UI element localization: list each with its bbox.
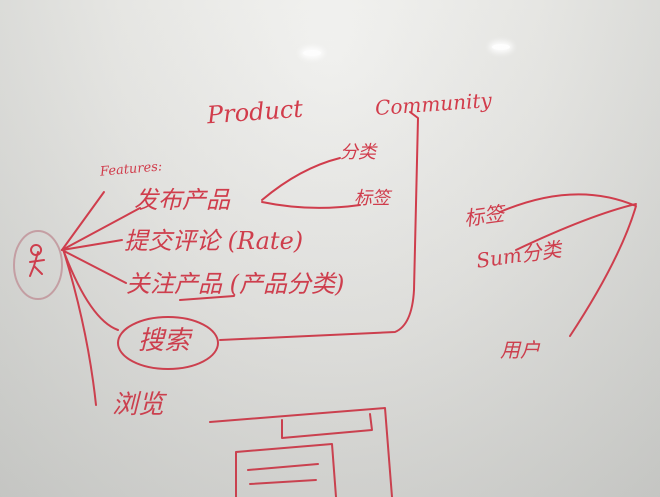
ceiling-light-icon <box>492 44 510 50</box>
link-sum-category <box>515 203 637 251</box>
link-to-features <box>61 191 105 251</box>
branch-category-label: 分类 <box>340 142 376 163</box>
link-to-comment <box>61 239 123 251</box>
browse-note: 浏览 <box>112 390 165 420</box>
person-icon-circle <box>13 230 63 300</box>
link-to-publish <box>61 207 141 251</box>
bottom-sketch-box <box>281 413 373 439</box>
feature-search: 搜索 <box>138 326 191 356</box>
branch-tag-label: 标签 <box>354 188 390 209</box>
branch-category <box>261 157 341 201</box>
link-to-follow <box>61 249 127 284</box>
community-boundary <box>499 193 637 337</box>
product-heading: Product <box>206 94 304 130</box>
link-to-browse <box>63 251 97 406</box>
feature-publish: 发布产品 <box>134 186 230 214</box>
ceiling-light-icon <box>303 50 321 56</box>
branch-tag <box>261 201 361 209</box>
link-to-search <box>63 251 119 331</box>
follow-underline <box>179 295 235 301</box>
bottom-sketch-frame <box>209 407 393 497</box>
feature-follow: 关注产品 (产品分类) <box>126 270 345 298</box>
person-icon <box>29 244 45 277</box>
search-oval <box>117 316 219 370</box>
community-tag: 标签 <box>462 201 506 231</box>
community-people: 用户 <box>500 338 540 362</box>
feature-comment: 提交评论 (Rate) <box>124 227 304 255</box>
bottom-sketch-panel <box>235 443 337 497</box>
product-boundary <box>219 111 419 341</box>
